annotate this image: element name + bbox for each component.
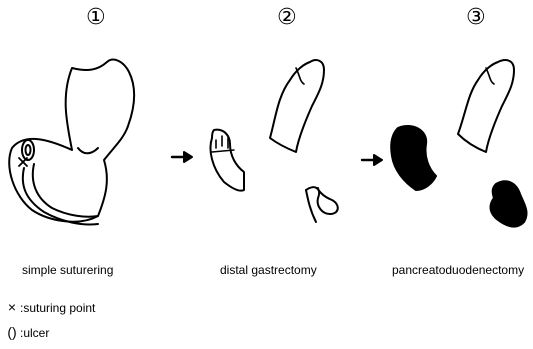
resected-specimen-3 xyxy=(391,126,436,190)
arrow-2 xyxy=(362,155,382,165)
stomach-duodenum-intact xyxy=(9,60,134,225)
stomach-remnant-3 xyxy=(458,60,514,152)
resected-specimen-2 xyxy=(211,130,245,191)
caption-2: distal gastrectomy xyxy=(220,263,317,277)
arrow-1 xyxy=(172,152,192,162)
stomach-remnant-2 xyxy=(270,60,324,152)
ulcer-outline-icon: () xyxy=(6,325,18,339)
legend-label-suturing-point: :suturing point xyxy=(20,301,95,315)
caption-1: simple suturering xyxy=(22,263,113,277)
legend-label-ulcer: :ulcer xyxy=(20,326,49,340)
cross-icon: × xyxy=(6,300,18,314)
duodenum-remnant-2 xyxy=(306,187,338,222)
legend-item-ulcer: ():ulcer xyxy=(6,325,49,340)
duodenum-pancreas-resected-3 xyxy=(491,181,527,226)
legend-item-suturing-point: ×:suturing point xyxy=(6,300,95,315)
caption-3: pancreatoduodenectomy xyxy=(392,263,524,277)
